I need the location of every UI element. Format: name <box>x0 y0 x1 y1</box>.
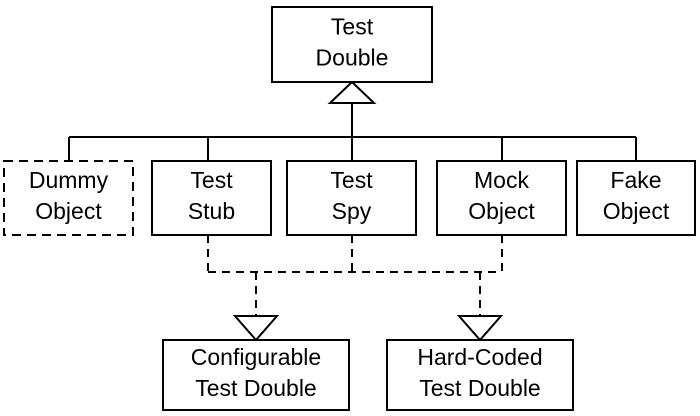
node-label-configurable-test-double-line2: Test Double <box>195 375 316 401</box>
node-label-mock-object-line2: Object <box>468 198 535 224</box>
node-label-configurable-test-double-line1: Configurable <box>191 344 321 370</box>
generalization-triangle-icon <box>327 80 377 104</box>
realization-triangle-icon-1 <box>456 315 504 342</box>
realization-edge-group <box>207 235 504 342</box>
node-label-test-stub-line2: Stub <box>188 198 235 224</box>
node-label-mock-object-line1: Mock <box>474 167 529 193</box>
node-box-configurable-test-double[interactable] <box>162 339 350 411</box>
node-label-test-spy-line2: Spy <box>332 198 372 224</box>
node-label-test-double-line1: Test <box>331 14 374 40</box>
node-box-test-spy[interactable] <box>286 160 417 236</box>
node-label-dummy-object-line1: Dummy <box>29 167 109 193</box>
node-label-hard-coded-test-double-line1: Hard-Coded <box>417 344 542 370</box>
node-box-hard-coded-test-double[interactable] <box>386 339 574 411</box>
generalization-edge-group <box>68 80 637 161</box>
node-label-fake-object-line1: Fake <box>610 167 661 193</box>
node-box-test-double[interactable] <box>271 6 433 83</box>
node-box-mock-object[interactable] <box>436 160 567 236</box>
node-box-test-stub[interactable] <box>151 160 272 236</box>
node-label-dummy-object-line2: Object <box>35 198 102 224</box>
node-label-fake-object-line2: Object <box>603 198 670 224</box>
node-box-dummy-object[interactable] <box>3 160 134 236</box>
node-layer: TestDoubleDummyObjectTestStubTestSpyMock… <box>3 6 696 411</box>
node-label-hard-coded-test-double-line2: Test Double <box>419 375 540 401</box>
node-label-test-stub-line1: Test <box>190 167 233 193</box>
node-box-fake-object[interactable] <box>576 160 696 236</box>
realization-triangle-icon-0 <box>232 315 280 342</box>
node-label-test-double-line2: Double <box>316 45 389 71</box>
node-label-test-spy-line1: Test <box>330 167 373 193</box>
